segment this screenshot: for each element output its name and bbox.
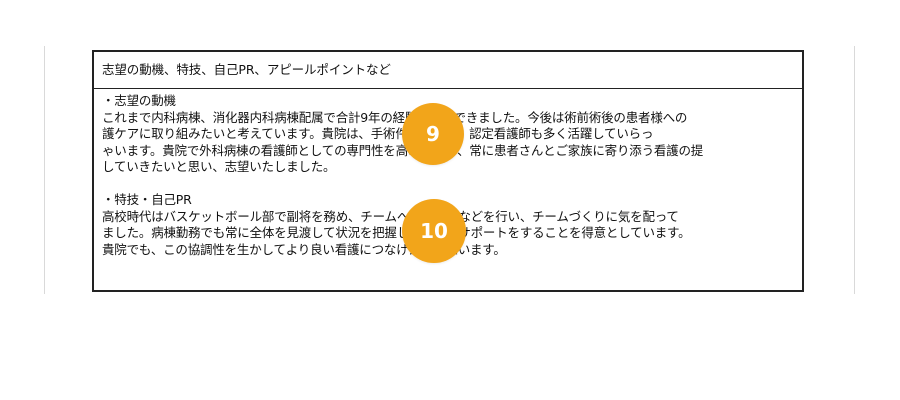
right-border-line bbox=[854, 46, 855, 294]
paragraph-spacer bbox=[102, 176, 802, 193]
callout-badge-9: 9 bbox=[402, 103, 464, 165]
skills-heading: ・特技・自己PR bbox=[102, 192, 192, 207]
callout-badge-10: 10 bbox=[402, 199, 466, 263]
motivation-line: していきたいと思い、志望いたしました。 bbox=[102, 159, 336, 174]
left-border-line bbox=[44, 46, 45, 294]
resume-form-box: 志望の動機、特技、自己PR、アピールポイントなど ・志望の動機 これまで内科病棟… bbox=[92, 50, 804, 292]
form-header: 志望の動機、特技、自己PR、アピールポイントなど bbox=[94, 52, 802, 89]
motivation-line: ゃいます。貴院で外科病棟の看護師としての専門性を高めながら、常に患者さんとご家族… bbox=[102, 142, 704, 158]
motivation-line: 護ケアに取り組みたいと考えています。貴院は、手術件数が多く、認定看護師も多く活躍… bbox=[102, 126, 654, 141]
motivation-line: これまで内科病棟、消化器内科病棟配属で合計9年の経験を積んできました。今後は術前… bbox=[102, 109, 688, 125]
form-body: ・志望の動機 これまで内科病棟、消化器内科病棟配属で合計9年の経験を積んできまし… bbox=[94, 89, 802, 258]
skills-line: ました。病棟勤務でも常に全体を見渡して状況を把握し、必要なサポートをすることを得… bbox=[102, 225, 691, 240]
motivation-heading: ・志望の動機 bbox=[102, 93, 176, 108]
skills-line: 高校時代はバスケットボール部で副将を務め、チームへの声掛けなどを行い、チームづく… bbox=[102, 208, 679, 224]
